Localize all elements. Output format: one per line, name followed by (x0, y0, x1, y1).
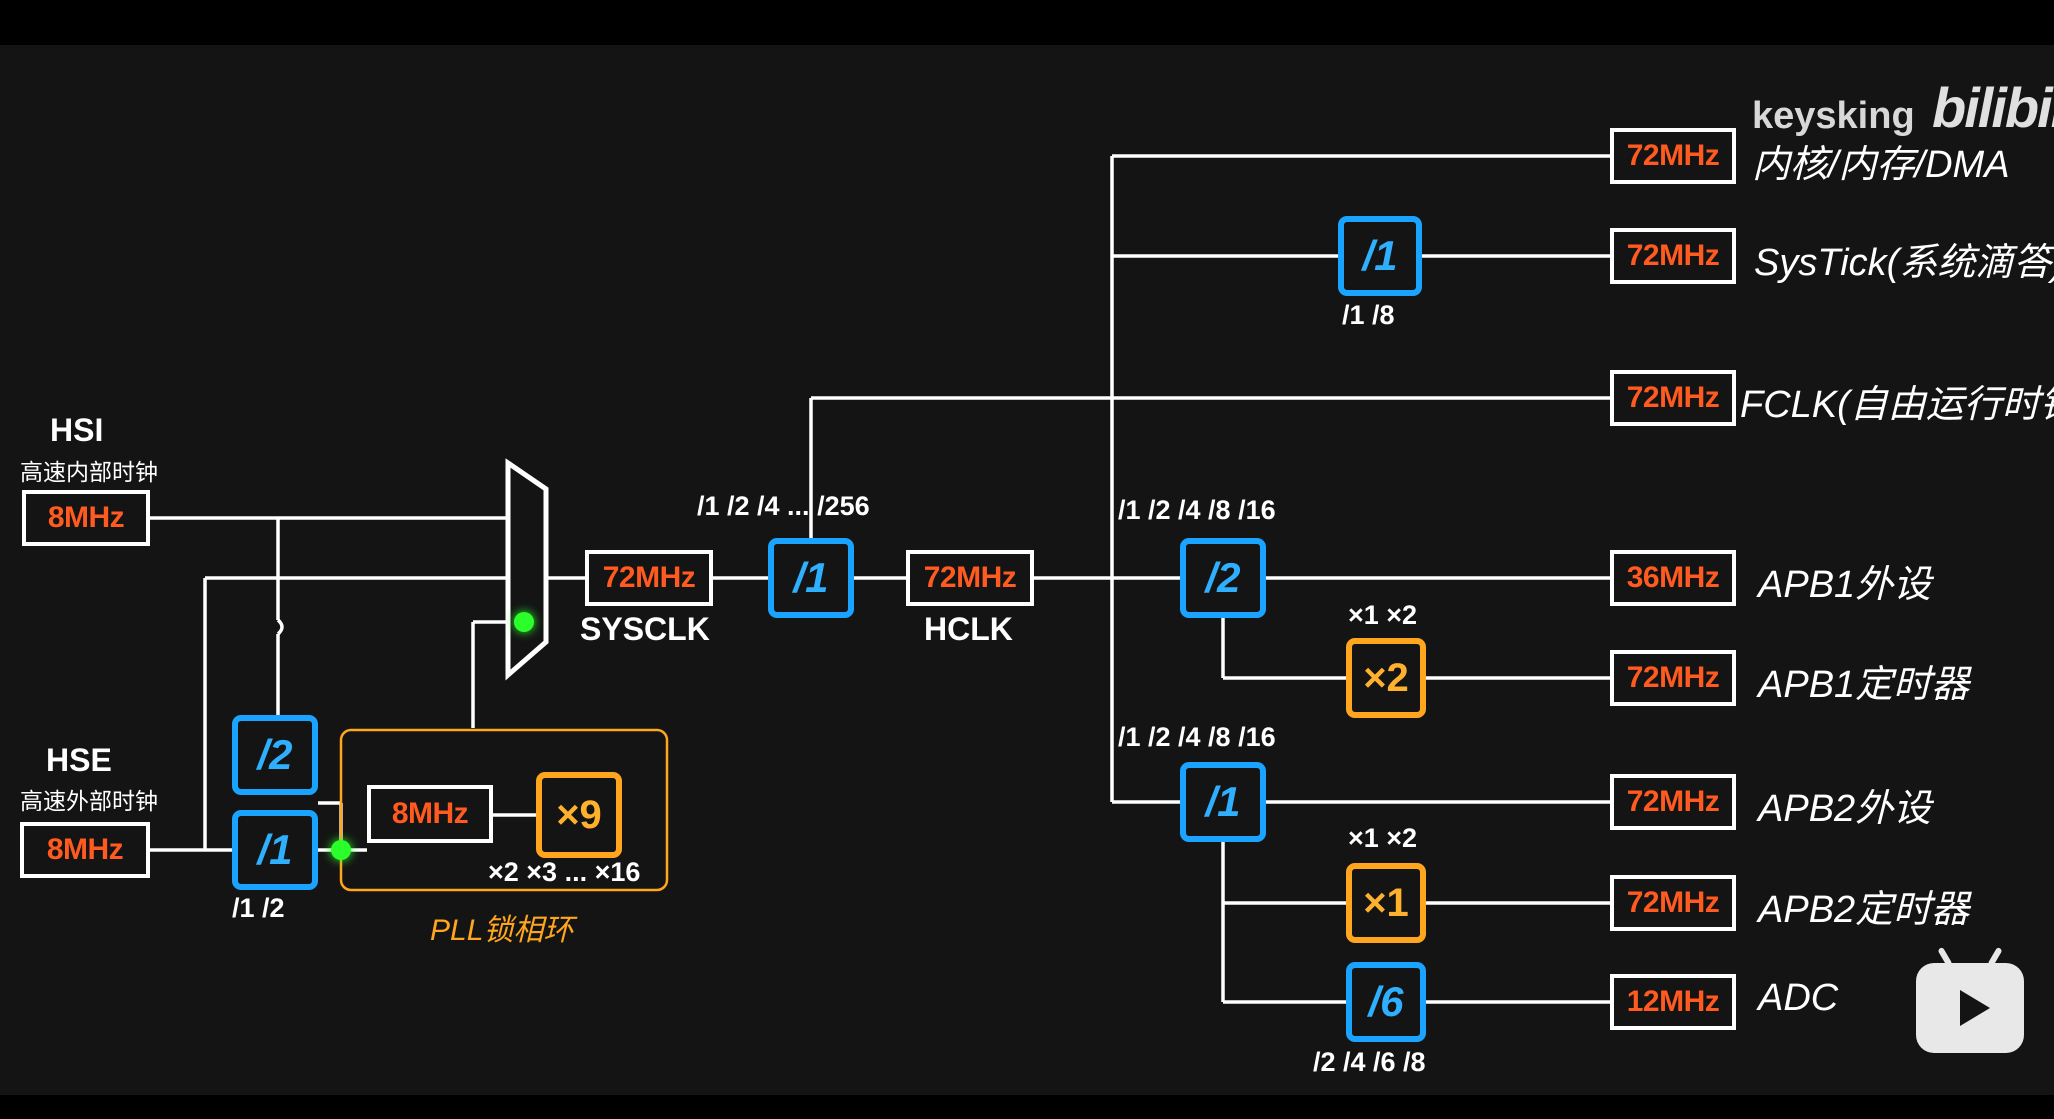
ahb-prescaler[interactable]: /1 (768, 538, 854, 618)
pll-frame (339, 728, 669, 892)
apb2-timer-label: APB2定时器 (1758, 889, 1970, 931)
hsi-name: HSI (50, 412, 104, 448)
apb1-peripheral-label: APB1外设 (1758, 564, 1932, 606)
systick-prescaler-options: /1 /8 (1342, 300, 1395, 330)
core-dma-freq: 72MHz (1610, 128, 1736, 184)
hse-pll-divider-options: /1 /2 (232, 893, 285, 923)
sysclk-label: SYSCLK (580, 611, 710, 647)
apb2-peripheral-freq: 72MHz (1610, 774, 1736, 830)
author-watermark: keysking (1752, 95, 1915, 137)
hse-freq: 8MHz (20, 822, 150, 878)
systick-freq: 72MHz (1610, 228, 1736, 284)
hsi-freq: 8MHz (22, 490, 150, 546)
apb1-peripheral-freq: 36MHz (1610, 550, 1736, 606)
pll-input-freq: 8MHz (367, 785, 493, 843)
apb2-timer-multiplier[interactable]: ×1 (1346, 863, 1426, 943)
adc-prescaler[interactable]: /6 (1346, 962, 1426, 1042)
adc-prescaler-options: /2 /4 /6 /8 (1313, 1047, 1426, 1077)
apb1-prescaler-options: /1 /2 /4 /8 /16 (1118, 495, 1276, 525)
apb2-timer-multiplier-options: ×1 ×2 (1348, 823, 1418, 853)
sysclk-mux (505, 458, 549, 681)
apb2-timer-freq: 72MHz (1610, 875, 1736, 931)
apb1-timer-label: APB1定时器 (1758, 664, 1970, 706)
apb1-timer-multiplier[interactable]: ×2 (1346, 638, 1426, 718)
apb2-peripheral-label: APB2外设 (1758, 788, 1932, 830)
hse-name: HSE (46, 742, 112, 778)
pll-multiplier-options: ×2 ×3 ... ×16 (488, 857, 641, 887)
core-dma-label: 内核/内存/DMA (1752, 144, 2010, 186)
adc-label: ADC (1758, 977, 1839, 1019)
sysclk-freq: 72MHz (585, 550, 713, 606)
systick-label: SysTick(系统滴答) (1754, 242, 2054, 284)
mux-select-indicator (514, 612, 534, 632)
ahb-prescaler-options: /1 /2 /4 ... /256 (697, 491, 870, 521)
systick-prescaler[interactable]: /1 (1338, 216, 1422, 296)
play-icon[interactable] (1916, 946, 2024, 1053)
hse-pll-divider[interactable]: /1 (232, 810, 318, 890)
hclk-label: HCLK (924, 611, 1013, 647)
pll-multiplier[interactable]: ×9 (536, 772, 622, 858)
hsi-pll-divider[interactable]: /2 (232, 715, 318, 795)
apb1-prescaler[interactable]: /2 (1180, 538, 1266, 618)
apb2-prescaler[interactable]: /1 (1180, 762, 1266, 842)
hclk-freq: 72MHz (906, 550, 1034, 606)
fclk-freq: 72MHz (1610, 370, 1736, 426)
fclk-label: FCLK(自由运行时钟) (1740, 384, 2054, 426)
clock-tree-diagram: keysking bilibili HSI 高速内部时钟 8MHz HSE 高速… (0, 45, 2054, 1095)
platform-logo: bilibili (1932, 76, 2054, 139)
apb1-timer-freq: 72MHz (1610, 650, 1736, 706)
hse-desc: 高速外部时钟 (20, 788, 158, 814)
adc-freq: 12MHz (1610, 974, 1736, 1030)
hsi-desc: 高速内部时钟 (20, 459, 158, 485)
pll-label: PLL锁相环 (430, 914, 574, 947)
apb2-prescaler-options: /1 /2 /4 /8 /16 (1118, 722, 1276, 752)
apb1-timer-multiplier-options: ×1 ×2 (1348, 600, 1418, 630)
pll-source-indicator (331, 840, 351, 860)
